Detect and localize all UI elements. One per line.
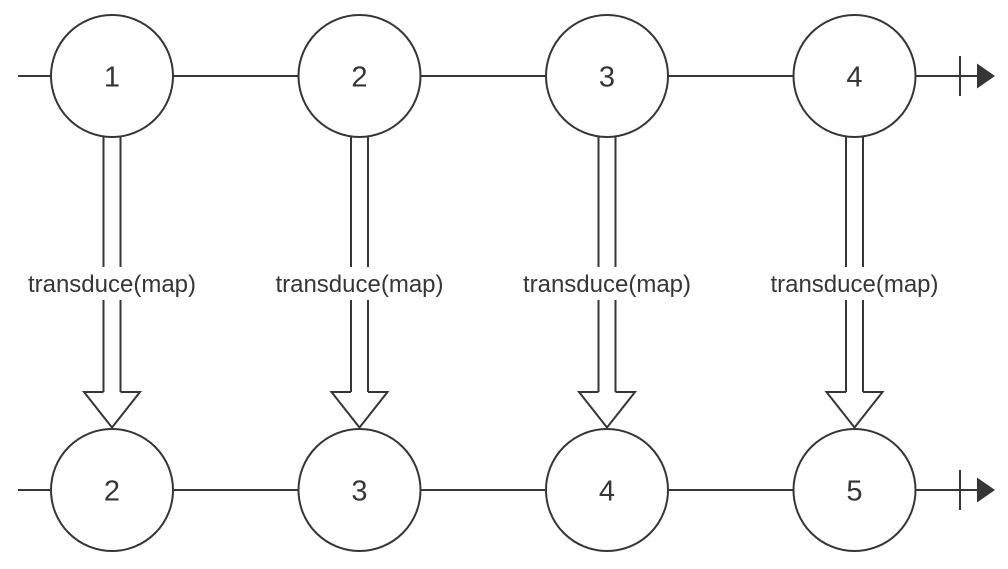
top-stream-line [18,56,978,96]
top-node-value: 2 [351,62,367,94]
transduce-column: 1 transduce(map) 2 [28,14,196,552]
bottom-node-value: 2 [104,476,120,508]
transduce-column: 2 transduce(map) 3 [275,14,444,552]
transduce-label: transduce(map) [275,271,443,298]
bottom-node-circle [50,428,174,552]
transduce-label: transduce(map) [770,271,938,298]
bottom-stream-arrowhead-icon [977,477,995,503]
transduce-arrow [81,137,143,430]
bottom-node-circle [545,428,669,552]
top-node-circle [297,14,422,138]
transduce-label: transduce(map) [523,271,691,298]
transduce-arrow [576,137,638,430]
hollow-arrowhead-icon [824,391,885,430]
top-node-circle [792,14,917,138]
transduce-arrow [824,137,885,430]
bottom-node-value: 5 [846,476,862,508]
top-node-value: 1 [104,62,120,94]
hollow-arrowhead-icon [576,391,638,430]
top-node-circle [50,14,174,138]
top-node-value: 3 [599,62,615,94]
bottom-node-value: 3 [351,476,367,508]
hollow-arrowhead-icon [81,391,143,430]
bottom-node-circle [297,428,422,552]
transduce-arrow [329,137,390,430]
transduce-column: 4 transduce(map) 5 [770,14,939,552]
top-node-circle [545,14,669,138]
hollow-arrowhead-icon [329,391,390,430]
transduce-column: 3 transduce(map) 4 [523,14,691,552]
top-stream-arrowhead-icon [977,63,995,89]
bottom-node-value: 4 [599,476,615,508]
transduce-label: transduce(map) [28,271,196,298]
top-node-value: 4 [846,62,862,94]
bottom-node-circle [792,428,917,552]
bottom-stream-line [18,470,978,510]
